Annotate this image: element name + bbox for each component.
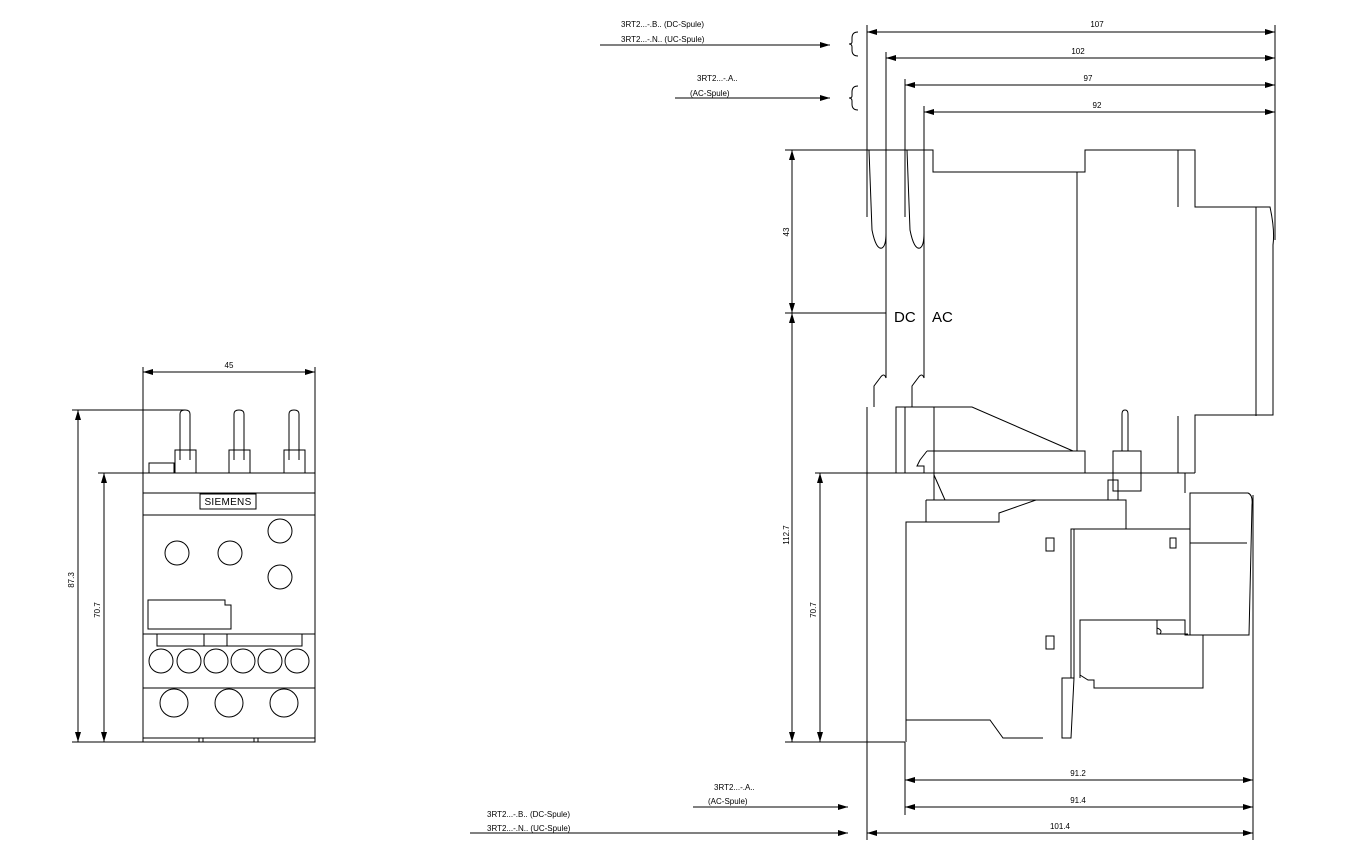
bottom-note-ac-line2: (AC-Spule) <box>708 797 748 806</box>
top-note-dc-line1: 3RT2...-.B.. (DC-Spule) <box>621 20 704 29</box>
top-note-dc-line2: 3RT2...-.N.. (UC-Spule) <box>621 35 705 44</box>
dim-70-7: 70.7 <box>809 602 818 618</box>
brace-icon <box>848 85 859 111</box>
siemens-logo <box>199 493 257 510</box>
total-height-dim-label: 87.3 <box>67 572 76 588</box>
bottom-note-dc-line2: 3RT2...-.N.. (UC-Spule) <box>487 824 571 833</box>
dim-101-4: 101.4 <box>1050 822 1071 831</box>
dim-43: 43 <box>782 227 791 236</box>
dim-112-7: 112.7 <box>782 525 791 545</box>
top-note-ac-line1: 3RT2...-.A.. <box>697 74 738 83</box>
bottom-note-dc-line1: 3RT2...-.B.. (DC-Spule) <box>487 810 570 819</box>
dim-107: 107 <box>1090 20 1104 29</box>
brace-icon <box>848 31 859 57</box>
dim-91-2: 91.2 <box>1070 769 1086 778</box>
width-dim-label: 45 <box>225 361 234 370</box>
side-view: 3RT2...-.B.. (DC-Spule) 3RT2...-.N.. (UC… <box>470 20 1276 840</box>
dim-102: 102 <box>1071 47 1085 56</box>
body-height-dim-label: 70.7 <box>93 602 102 618</box>
dc-label: DC <box>894 309 916 326</box>
dim-92: 92 <box>1093 101 1102 110</box>
front-body <box>142 472 316 743</box>
ac-label: AC <box>932 309 953 326</box>
front-view: 45 87.3 70.7 SIEMENS <box>67 361 316 743</box>
siemens-logo-text: SIEMENS <box>204 497 251 508</box>
dim-91-4: 91.4 <box>1070 796 1086 805</box>
dim-97: 97 <box>1084 74 1093 83</box>
terminal-pins <box>148 409 306 474</box>
bottom-note-ac-line1: 3RT2...-.A.. <box>714 783 755 792</box>
auxiliary-module <box>1189 492 1253 636</box>
top-note-ac-line2: (AC-Spule) <box>690 89 730 98</box>
